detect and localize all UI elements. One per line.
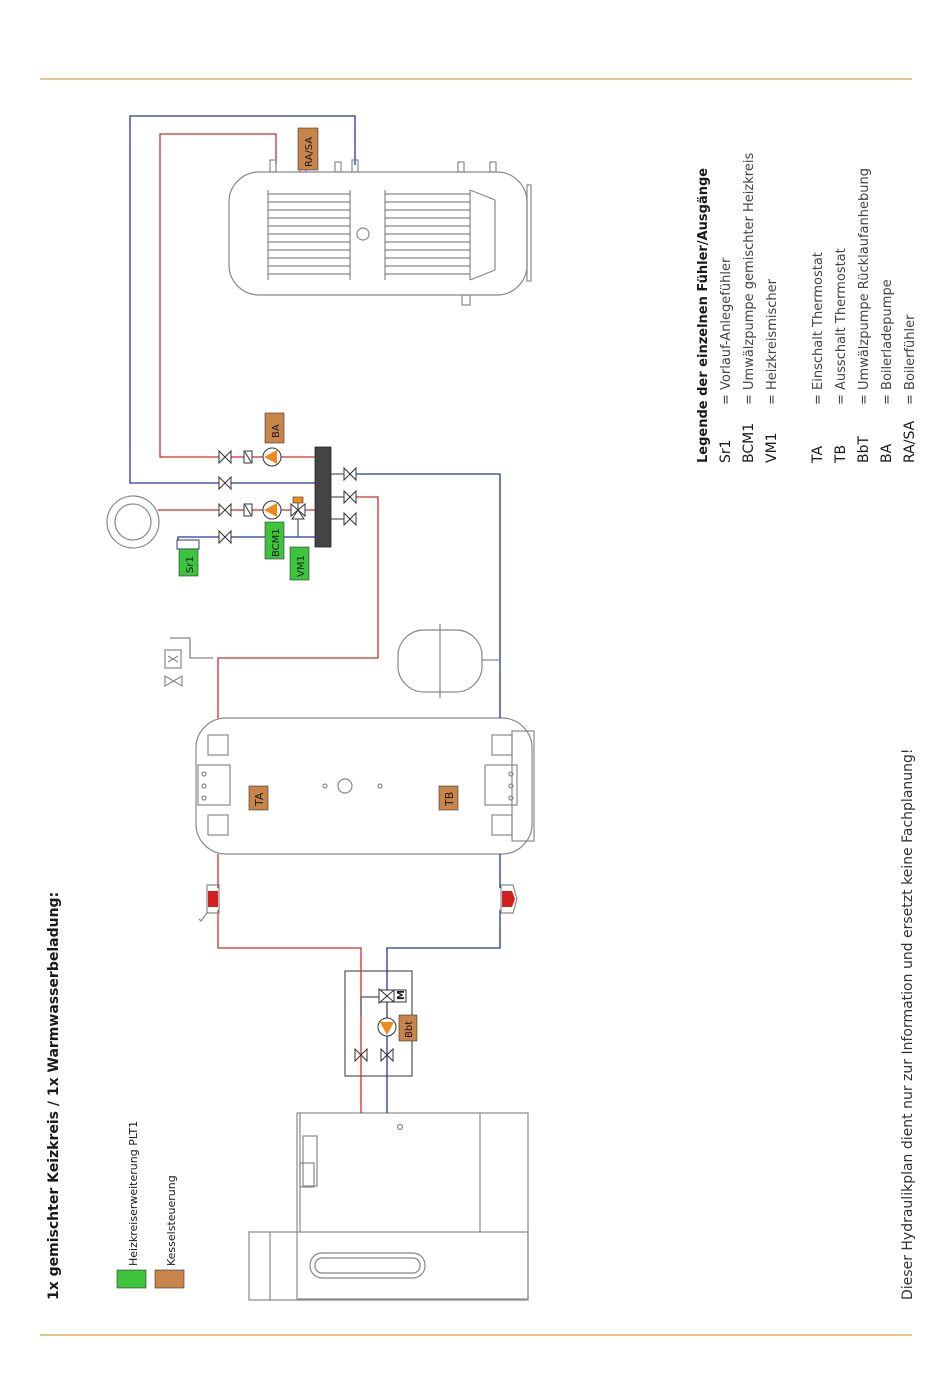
sensor-bcm1-label: BCM1 (271, 528, 282, 557)
legend-code: BbT (856, 436, 872, 463)
ball-valve[interactable] (343, 511, 357, 527)
legend-desc: = Ausschalt Thermostat (834, 248, 849, 405)
heating-mixer-valve[interactable] (290, 496, 306, 520)
sensor-bcm1-box (264, 521, 285, 560)
heating-coil-left (267, 190, 351, 280)
legend-code: Sr1 (718, 439, 734, 463)
legend-row: VM1 = Heizkreismischer (764, 278, 780, 463)
ball-valve[interactable] (218, 529, 232, 545)
legend-row: TB = Ausschalt Thermostat (833, 248, 849, 464)
ball-valve[interactable] (343, 489, 357, 505)
ball-valve[interactable] (343, 466, 357, 482)
ball-valve[interactable] (380, 1047, 394, 1063)
legend-code: TB (833, 445, 849, 464)
hot-water-tank (228, 159, 532, 306)
legend-code: RA/SA (902, 420, 918, 463)
key-swatch-green (116, 1269, 147, 1289)
sensor-ta-box (248, 785, 269, 811)
legend-row: Sr1 = Vorlauf-Anlegefühler (718, 257, 734, 463)
legend-row: BA = Boilerladepumpe (879, 279, 895, 463)
ball-valve[interactable] (218, 502, 232, 518)
ball-valve[interactable] (218, 475, 232, 491)
legend-row: BbT = Umwälzpumpe Rücklaufanhebung (856, 168, 872, 463)
heating-coil-right (384, 190, 471, 280)
heating-circuit-pump[interactable] (262, 500, 282, 520)
key-swatch-brown (154, 1269, 185, 1289)
legend-desc: = Heizkreismischer (765, 278, 780, 405)
key-label-green: Heizkreiserweiterung PLT1 (127, 1121, 140, 1266)
mixing-valve[interactable] (378, 987, 396, 1005)
thermometer-supply (198, 884, 220, 922)
check-valve (243, 503, 253, 517)
sensor-ba-box (264, 412, 285, 444)
sensor-bbt-label: Bbt (404, 1021, 415, 1038)
legend-desc: = Umwälzpumpe Rücklaufanhebung (857, 168, 872, 405)
legend-row: TA = Einschalt Thermostat (810, 252, 826, 464)
ball-valve[interactable] (218, 449, 232, 465)
sensor-sr1-box (178, 548, 199, 577)
buffer-tank (195, 717, 535, 855)
sensor-bbt-box (398, 1014, 418, 1042)
sr1-sensor-clamp (176, 539, 200, 550)
expansion-vessel (397, 624, 500, 698)
supply-line (217, 496, 379, 718)
legend-row: RA/SA = Boilerfühler (902, 314, 918, 463)
heating-consumer (106, 495, 160, 549)
legend-code: VM1 (764, 432, 780, 463)
thermometer-return (500, 884, 518, 914)
legend-code: BCM1 (741, 423, 757, 463)
boiler-unit (248, 1112, 529, 1301)
distributor-manifold (314, 446, 332, 548)
sensor-sr1-label: Sr1 (185, 556, 196, 573)
legend-row: BCM1 = Umwälzpumpe gemischter Heizkreis (741, 153, 757, 463)
safety-valve (164, 637, 191, 688)
sensor-ta-label: TA (253, 792, 266, 807)
legend-title: Legende der einzelnen Fühler/Ausgänge (696, 168, 711, 463)
check-valve (243, 450, 253, 464)
return-boost-group: M Bbt (217, 910, 501, 1113)
sensor-vm1-box (289, 546, 310, 581)
return-boost-pump[interactable] (377, 1017, 397, 1037)
key-label-brown: Kesselsteuerung (165, 1175, 178, 1266)
legend-desc: = Einschalt Thermostat (811, 252, 826, 405)
sensor-vm1-label: VM1 (296, 555, 307, 577)
legend-code: BA (879, 443, 895, 463)
sensor-tb-label: TB (443, 792, 456, 807)
legend-desc: = Umwälzpumpe gemischter Heizkreis (742, 153, 757, 405)
ball-valve[interactable] (354, 1047, 368, 1063)
sensor-ra-sa-label: RA/SA (304, 137, 315, 167)
sensor-ra-sa-box (297, 127, 319, 171)
legend-desc: = Boilerfühler (903, 314, 918, 405)
disclaimer: Dieser Hydraulikplan dient nur zur Infor… (900, 748, 916, 1300)
mixer-m-box (393, 989, 407, 1003)
mixer-m-label: M (396, 990, 407, 1000)
page-title: 1x gemischter Keizkreis / 1x Warmwasserb… (46, 892, 62, 1300)
sensor-tb-box (438, 785, 459, 811)
return-line (350, 473, 501, 718)
legend-desc: = Vorlauf-Anlegefühler (719, 257, 734, 405)
boiler-charge-pump[interactable] (262, 447, 282, 467)
legend-code: TA (810, 446, 826, 464)
legend-desc: = Boilerladepumpe (880, 279, 895, 405)
sensor-ba-label: BA (271, 424, 282, 438)
